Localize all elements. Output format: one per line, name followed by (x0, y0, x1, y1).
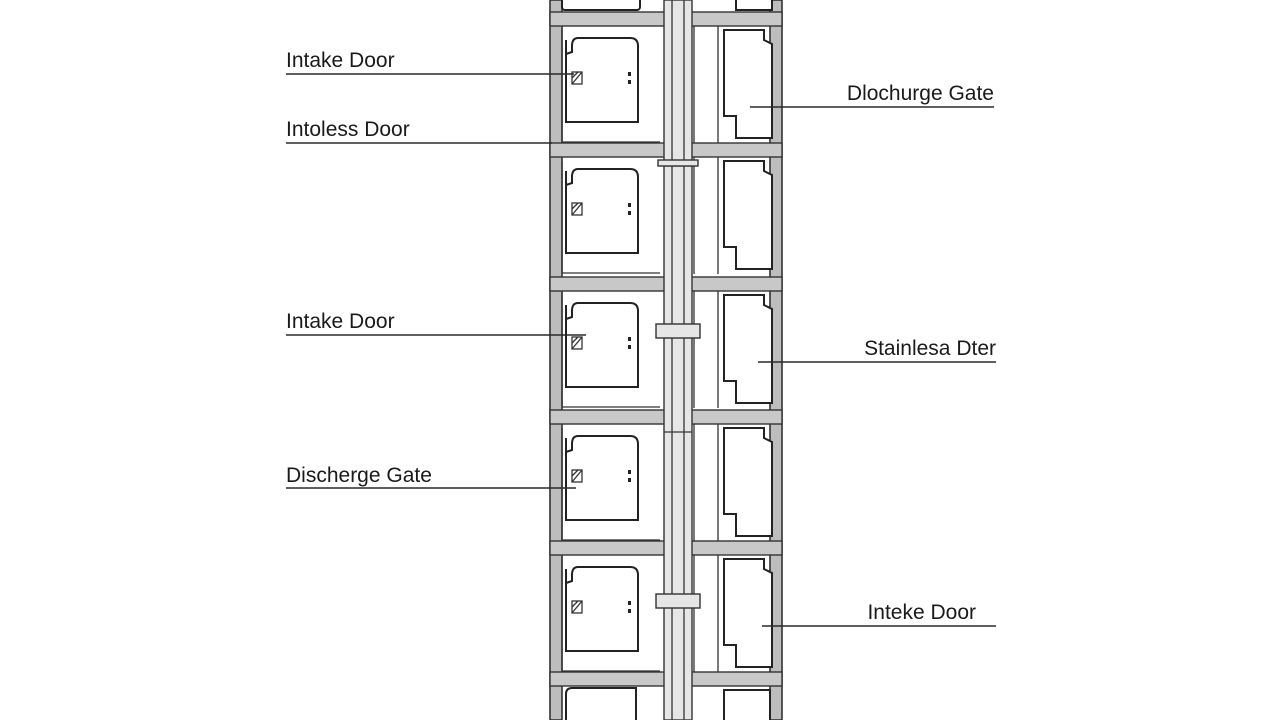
pipe-coupling (657, 159, 699, 167)
callout-label: Intoless Door (286, 118, 410, 141)
callout-label: Intake Door (286, 49, 395, 72)
latch-hatch (571, 202, 579, 210)
latch-hatch (571, 71, 583, 85)
bolt-dot (628, 72, 631, 76)
cell-frame-line (561, 295, 660, 408)
latch-hatch (571, 600, 583, 614)
cell-levels (561, 26, 773, 672)
latch-hatch (571, 469, 579, 477)
central-pipe (663, 0, 693, 720)
discharge-gate-panel (723, 689, 771, 720)
callout-label: Discherge Gate (286, 464, 432, 487)
discharge-gate-panel (723, 160, 773, 270)
bolt-dot (628, 80, 631, 84)
intake-door-panel (565, 687, 637, 720)
cell-frame-line (561, 559, 660, 672)
intake-door-panel (561, 0, 641, 11)
intake-door-panel (565, 566, 639, 652)
bolt-dot (628, 470, 631, 474)
discharge-gate-panel (723, 294, 773, 404)
callout-label: Inteke Door (867, 601, 976, 624)
pipe-coupling (655, 323, 701, 339)
bolt-dot (628, 478, 631, 482)
callout-label: Dlochurge Gate (847, 82, 994, 105)
bolt-dot (628, 337, 631, 341)
cell-frame-line (561, 30, 660, 143)
latch-hatch (571, 600, 579, 608)
latch-hatch (571, 71, 579, 79)
discharge-gate-panel (723, 427, 773, 537)
discharge-gate-panel (723, 558, 773, 668)
bolt-dot (628, 203, 631, 207)
leader-lines (286, 73, 996, 627)
bolt-dot (628, 609, 631, 613)
intake-door-panel (565, 302, 639, 388)
callout-label: Stainlesa Dter (864, 337, 996, 360)
callout-label: Intake Door (286, 310, 395, 333)
bolt-dot (628, 211, 631, 215)
cell-frame-line (561, 161, 660, 274)
bolt-dot (628, 601, 631, 605)
latch-hatch (571, 336, 583, 350)
left-outer-wall (549, 0, 563, 720)
latch-hatch (571, 202, 583, 216)
discharge-gate-panel (735, 0, 773, 11)
intake-door-panel (565, 435, 639, 521)
intake-door-panel (565, 37, 639, 123)
pipe-coupling (655, 593, 701, 609)
intake-door-panel (565, 168, 639, 254)
discharge-gate-panel (723, 29, 773, 139)
latch-hatch (571, 336, 579, 344)
cell-frame-line (561, 428, 660, 541)
bolt-dot (628, 345, 631, 349)
latch-hatch (571, 469, 583, 483)
